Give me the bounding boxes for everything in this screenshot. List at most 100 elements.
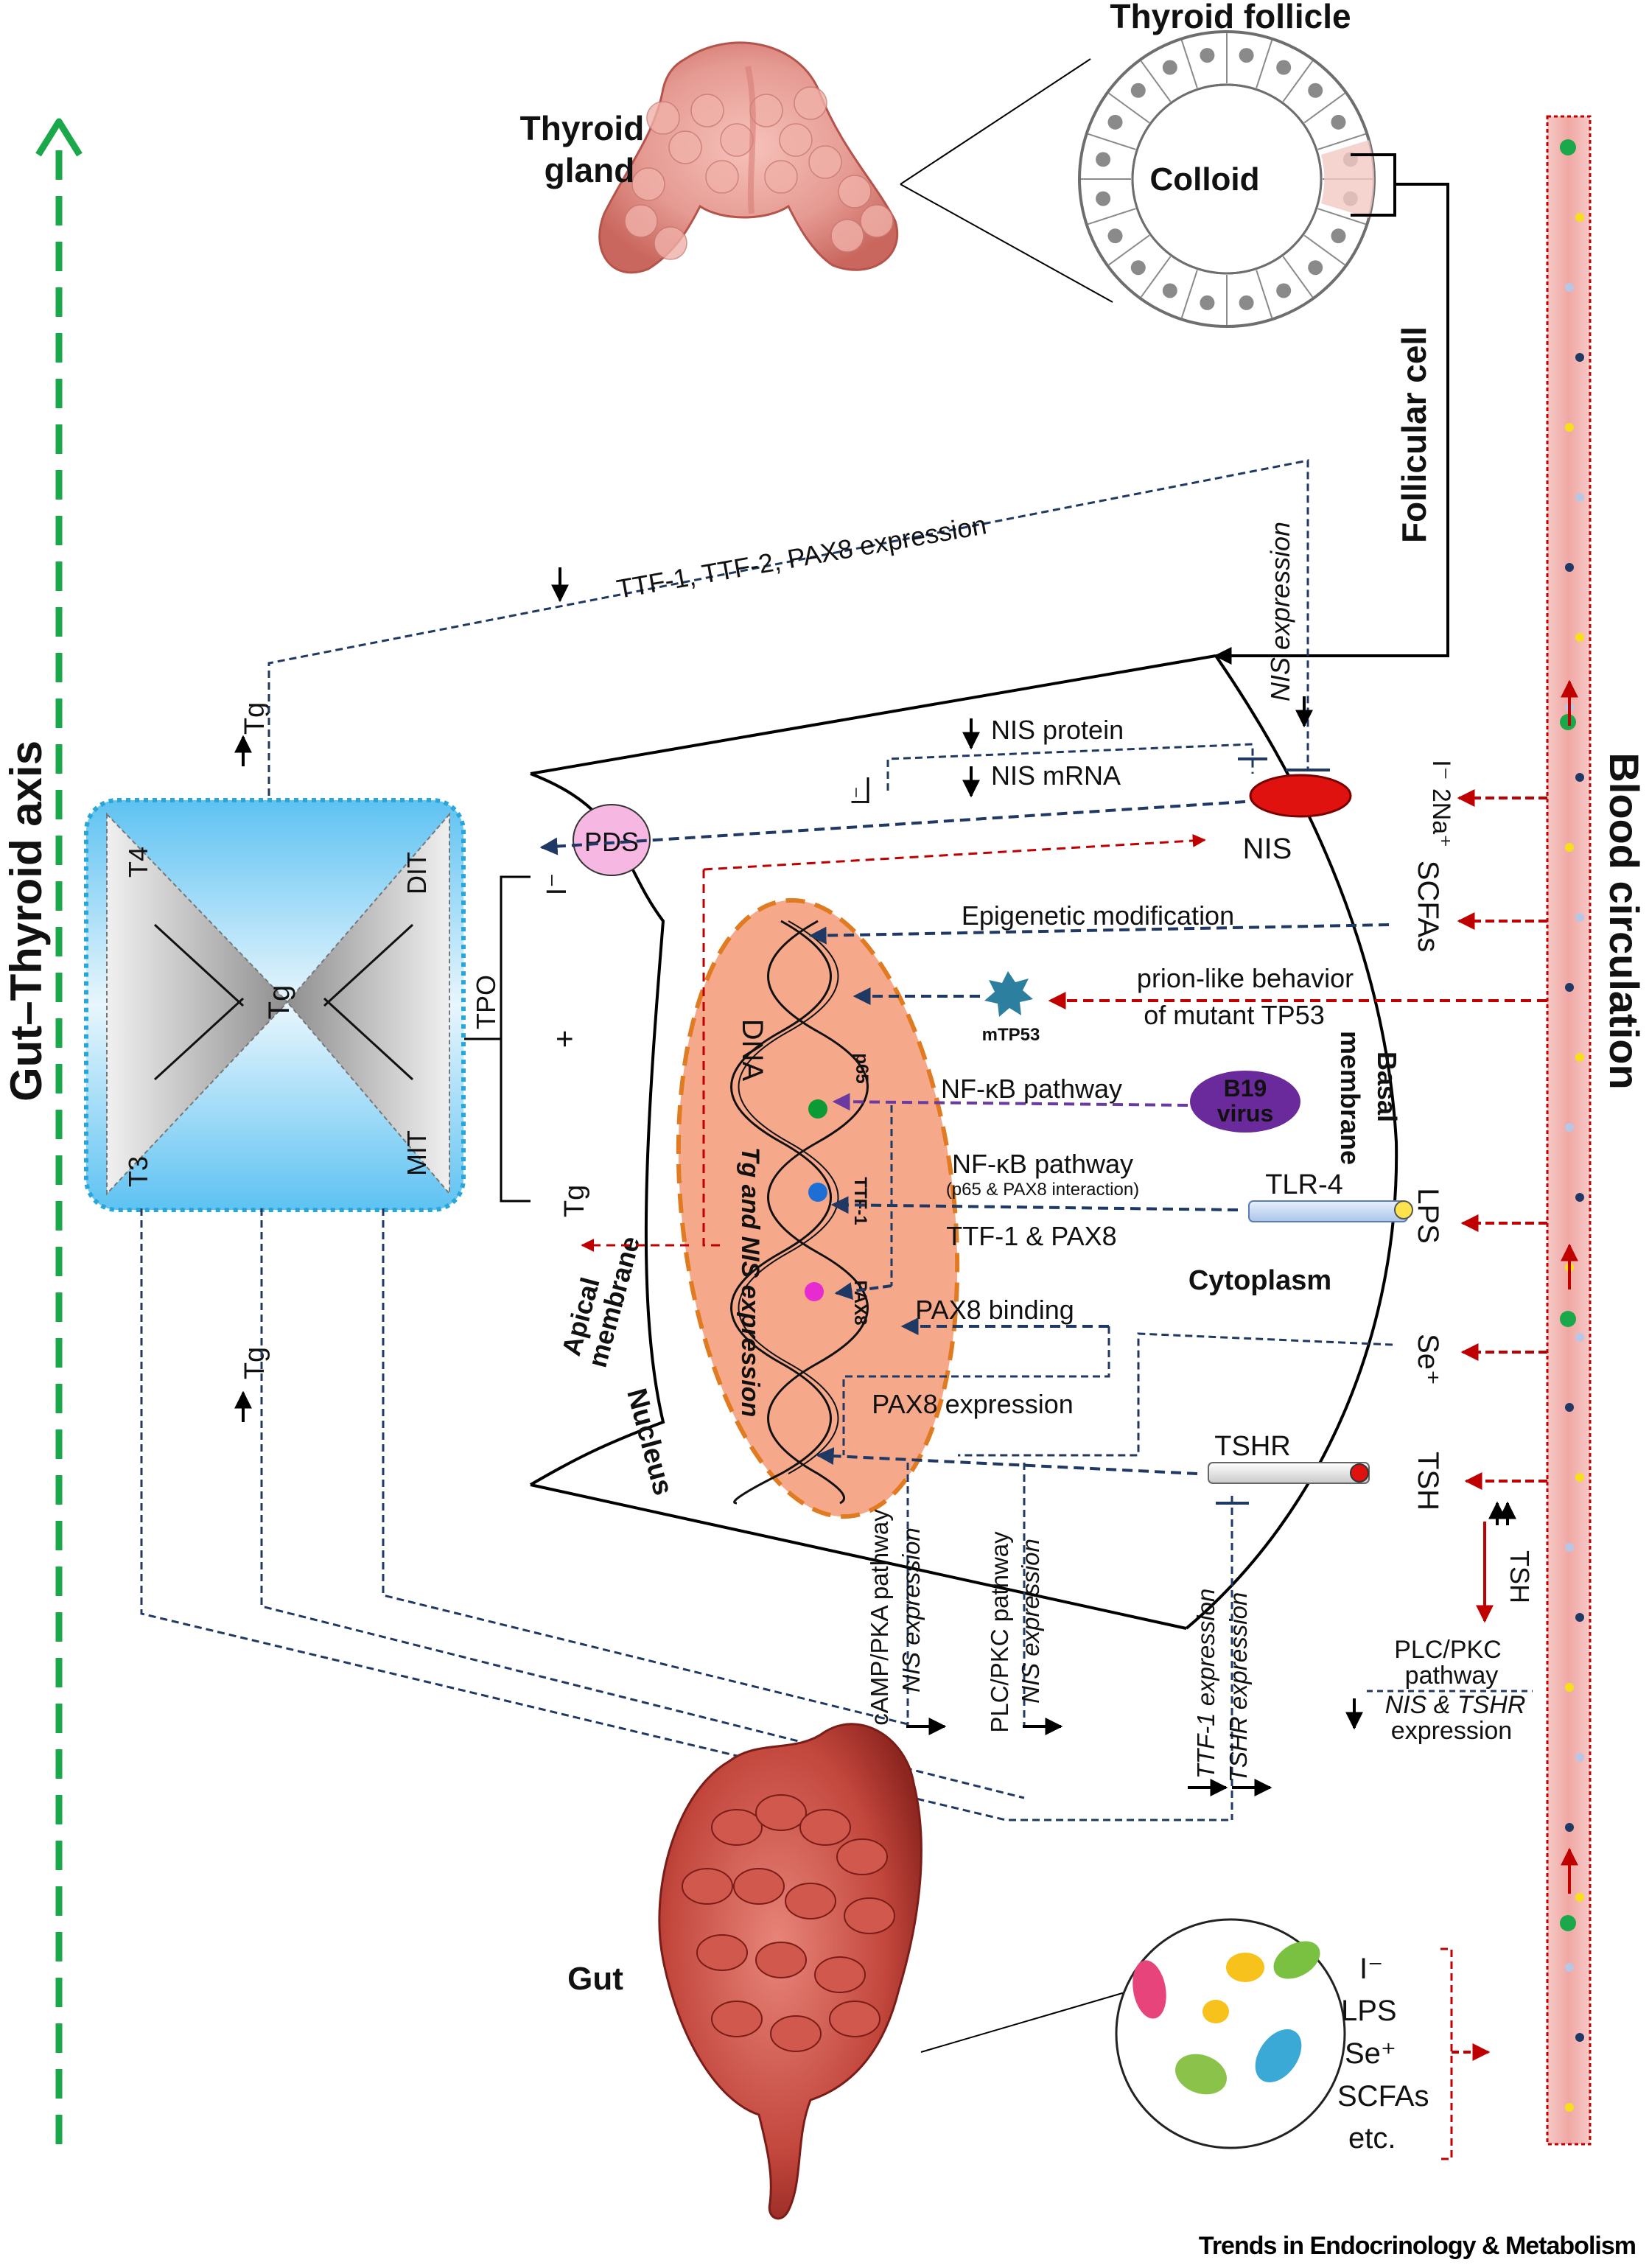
nis-expression-top-label: NIS expression: [1265, 522, 1295, 701]
gut-loop: [844, 1897, 895, 1934]
blood-cell: [1565, 983, 1574, 992]
follicle-title: Thyroid follicle: [1110, 0, 1351, 35]
tshr-label: TSHR: [1214, 1431, 1290, 1462]
nis-label: NIS: [1243, 833, 1292, 865]
follicle-cell-nucleus: [1107, 114, 1123, 130]
ttf-feedback-line: [267, 459, 1309, 796]
blood-i-label: I⁻: [1427, 760, 1455, 780]
blood-cell: [1575, 633, 1584, 642]
blood-cell: [1565, 1963, 1574, 1972]
journal-footer: Trends in Endocrinology & Metabolism: [1198, 2232, 1636, 2260]
tg-center-label: Tg: [263, 985, 295, 1020]
gland-lobule: [631, 167, 665, 201]
t3-feedback-line: [140, 1208, 1230, 1821]
b19-label-1: B19: [1224, 1075, 1267, 1102]
se-link: [958, 1332, 1393, 1457]
b19-label-2: virus: [1217, 1100, 1273, 1127]
ttf1-label: TTF-1: [850, 1177, 870, 1225]
follicle-cell-wall: [1256, 270, 1273, 318]
follicle-cell-nucleus: [1331, 228, 1346, 244]
gut-list-item: etc.: [1348, 2122, 1396, 2155]
follicle-cell-nucleus: [1308, 83, 1323, 98]
gut-loop: [829, 2001, 880, 2037]
red-dash-top: [703, 833, 1206, 871]
follicle-cell-wall: [1303, 234, 1345, 266]
follicle-cell-nucleus: [1130, 83, 1146, 98]
microbiota-zoom-line: [920, 1989, 1135, 2053]
follicle-cell-nucleus: [1276, 60, 1292, 75]
prion-label-1: prion-like behavior: [1137, 963, 1354, 993]
gland-lobule: [794, 86, 827, 120]
t4-label: T4: [123, 847, 153, 878]
follicle-cell-nucleus: [1162, 283, 1177, 298]
gland-lobule: [654, 226, 687, 260]
plc-right-label-1: PLC/PKC: [1394, 1636, 1502, 1664]
thyroid-gland-label-1: Thyroid: [520, 109, 645, 147]
plc-right-label-3: NIS & TSHR: [1385, 1691, 1526, 1719]
blood-cell: [1575, 1753, 1584, 1762]
thyroid-follicle: Colloid: [1078, 30, 1376, 328]
highlighted-follicular-cell: [1321, 140, 1375, 218]
gut-loop: [733, 1868, 785, 1905]
nfkb-sub-label: (p65 & PAX8 interaction): [946, 1180, 1139, 1200]
zoom-line-top: [900, 58, 1091, 185]
follicle-cell-wall: [1088, 208, 1136, 225]
blood-cell: [1565, 283, 1574, 292]
gland-lobule: [668, 130, 702, 164]
tg-up-label-2: Tg: [239, 1347, 270, 1379]
follicle-cell-nucleus: [1162, 60, 1177, 75]
camp-label: cAMP/PKA pathway: [866, 1509, 893, 1726]
blood-cell: [1565, 2103, 1574, 2112]
blood-inputs: [1457, 789, 1547, 1490]
blood-cell: [1565, 1683, 1574, 1692]
nis-transporter: [1249, 774, 1352, 818]
gut-loop: [682, 1868, 733, 1905]
follicle-cell-nucleus: [1130, 260, 1146, 276]
iodide-label: I⁻: [542, 873, 573, 896]
follicle-cell-nucleus: [1107, 228, 1123, 244]
blood-cell: [1565, 1403, 1574, 1412]
nis-protein-label: NIS protein: [991, 715, 1124, 745]
axis-arrowhead: [35, 118, 83, 157]
blood-lps-label: LPS: [1412, 1188, 1444, 1244]
tpo-label: TPO: [471, 975, 501, 1029]
blood-cell: [1575, 1613, 1584, 1622]
gland-lobule: [808, 145, 842, 179]
plc-right-label-4: expression: [1391, 1717, 1512, 1745]
plc-label: PLC/PKC pathway: [986, 1531, 1013, 1733]
plc-nis-label: NIS expression: [1017, 1539, 1044, 1704]
gut-loop: [814, 1956, 866, 1993]
pax8-expression-label: PAX8 expression: [872, 1389, 1073, 1419]
dit-label: DIT: [402, 852, 432, 895]
tshr-receptor: [1208, 1462, 1370, 1484]
gut-loop: [836, 1838, 888, 1875]
basal-membrane-label-2: membrane: [1335, 1031, 1365, 1165]
blood-cell: [1565, 1543, 1574, 1552]
gland-lobule: [830, 219, 864, 253]
follicle-cell-wall: [1088, 133, 1136, 150]
blood-cell: [1575, 1473, 1584, 1482]
follicle-cell-nucleus: [1239, 295, 1254, 310]
pax8-label: PAX8: [850, 1281, 870, 1326]
prion-label-2: of mutant TP53: [1144, 1000, 1324, 1030]
follicle-cell-nucleus: [1200, 295, 1215, 310]
blood-cell-green: [1560, 139, 1576, 155]
gut-loop: [711, 1809, 763, 1846]
blood-cell-green: [1560, 1311, 1576, 1327]
follicle-cell-nucleus: [1331, 114, 1346, 130]
microbe-blue: [1255, 2029, 1302, 2083]
b19-nfkb-arrow: [832, 1093, 1188, 1111]
nucleus: DNA Tg and NIS expression p65 TTF-1 PAX8: [676, 897, 960, 1519]
ttf-expression-label: TTF-1, TTF-2, PAX8 expression: [615, 509, 989, 604]
blood-cell-green: [1560, 1915, 1576, 1931]
gland-lobule: [705, 160, 739, 194]
gut-loops: [682, 1794, 895, 2052]
pds-transporter: [573, 804, 651, 876]
lps-ligand-dot: [1394, 1200, 1413, 1219]
thyroid-gland-image: [598, 41, 899, 274]
follicle-cell-nucleus: [1096, 191, 1111, 206]
axis-title: Gut–Thyroid axis: [1, 741, 51, 1102]
microbe-yellow-2: [1202, 2000, 1229, 2023]
mtp53-label: mTP53: [982, 1025, 1040, 1045]
nis-mrna-label: NIS mRNA: [991, 760, 1121, 791]
